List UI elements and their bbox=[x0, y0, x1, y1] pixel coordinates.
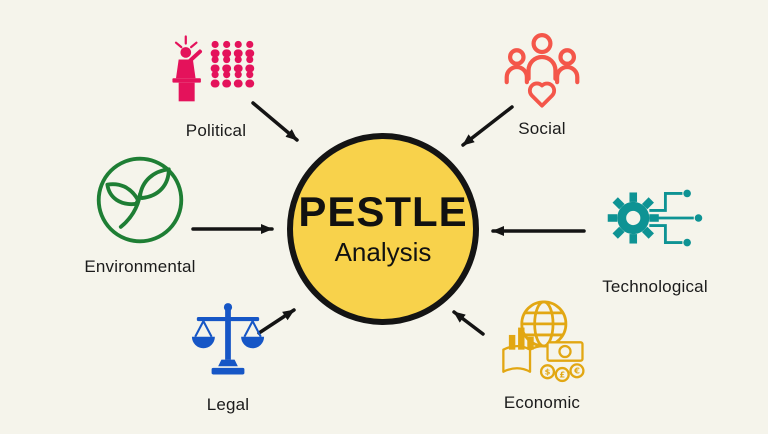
factor-label: Legal bbox=[206, 395, 250, 414]
factor-label: Social bbox=[518, 119, 566, 138]
leaf-circle-icon bbox=[96, 156, 184, 244]
center-title: PESTLE bbox=[298, 188, 468, 236]
people-heart-icon bbox=[504, 33, 580, 108]
globe-finance-icon: $ £ € bbox=[502, 300, 585, 383]
factor-environmental: Environmental bbox=[72, 152, 208, 277]
factor-technological: Technological bbox=[585, 168, 725, 297]
euro-symbol: € bbox=[573, 366, 580, 376]
factor-label: Environmental bbox=[84, 257, 196, 276]
speaker-crowd-icon bbox=[172, 35, 255, 102]
factor-legal: Legal bbox=[176, 294, 280, 415]
pound-symbol: £ bbox=[559, 369, 565, 379]
factor-label: Technological bbox=[602, 277, 708, 296]
factor-economic: $ £ € Economic bbox=[484, 296, 600, 413]
center-circle: PESTLE Analysis bbox=[287, 133, 479, 325]
factor-social: Social bbox=[492, 30, 592, 139]
center-subtitle: Analysis bbox=[334, 236, 432, 267]
factor-political: Political bbox=[160, 32, 272, 141]
factor-label: Political bbox=[185, 121, 247, 140]
gear-circuit-icon bbox=[607, 189, 703, 247]
scales-of-justice-icon bbox=[191, 303, 265, 375]
factor-label: Economic bbox=[503, 393, 581, 412]
dollar-symbol: $ bbox=[545, 367, 551, 377]
arrow-economic bbox=[452, 310, 485, 336]
